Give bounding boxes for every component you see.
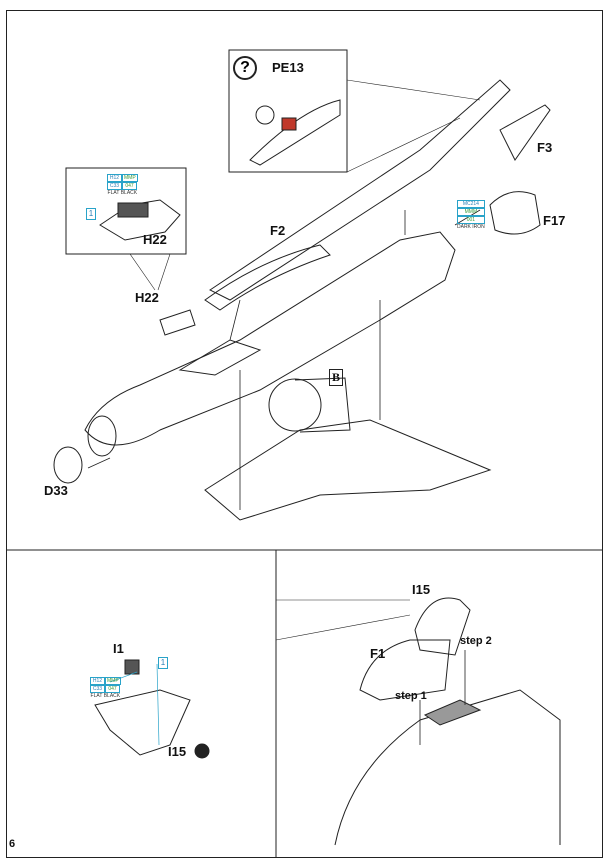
label-f2: F2	[270, 223, 286, 238]
pe13-part	[281, 117, 297, 131]
seat-h22	[159, 309, 196, 336]
engine-b	[294, 377, 351, 433]
canopy-i15	[414, 597, 471, 656]
pe13-inset-box	[228, 49, 348, 173]
canopy-f1	[359, 639, 451, 701]
cockpit	[178, 339, 262, 376]
label-step-1: step 1	[395, 690, 427, 702]
intake	[87, 415, 117, 457]
label-i1: I1	[113, 641, 124, 656]
windscreen-detail	[249, 99, 341, 166]
label-f17: F17	[543, 213, 566, 228]
ref-number: 1	[158, 657, 168, 669]
detail-circle	[255, 105, 275, 125]
assembly-arrow	[419, 650, 466, 745]
label-b: B	[329, 369, 344, 386]
label-i15: I15	[168, 744, 187, 759]
label-step-2: step 2	[460, 635, 492, 647]
star-marker	[194, 743, 210, 759]
label-pe13: PE13	[272, 60, 304, 75]
ring-d33	[53, 446, 83, 484]
label-f3: F3	[537, 140, 553, 155]
ref-number: 1	[86, 208, 96, 220]
page-frame	[6, 10, 603, 858]
fin-f3	[499, 104, 551, 161]
label-h22-inset: H22	[143, 232, 167, 247]
spine-f2	[209, 79, 511, 301]
question-icon: ?	[233, 56, 257, 80]
cockpit-tub-i1	[94, 689, 191, 756]
label-d33: D33	[44, 483, 68, 498]
nozzle-f17	[489, 191, 541, 235]
assembly-arrow	[87, 209, 481, 510]
fuselage	[84, 231, 456, 446]
wing	[204, 419, 492, 521]
color-callout-f17: MC214 MMM 001 DARK IRON	[457, 200, 485, 230]
label-i15: I15	[412, 582, 431, 597]
inset-leader	[346, 79, 481, 173]
canopy-rail	[204, 244, 331, 311]
h22-inset-box	[65, 167, 187, 255]
label-f1: F1	[370, 646, 386, 661]
page-number: 6	[9, 838, 16, 850]
label-h22: H22	[135, 290, 159, 305]
engine-face	[268, 378, 322, 432]
